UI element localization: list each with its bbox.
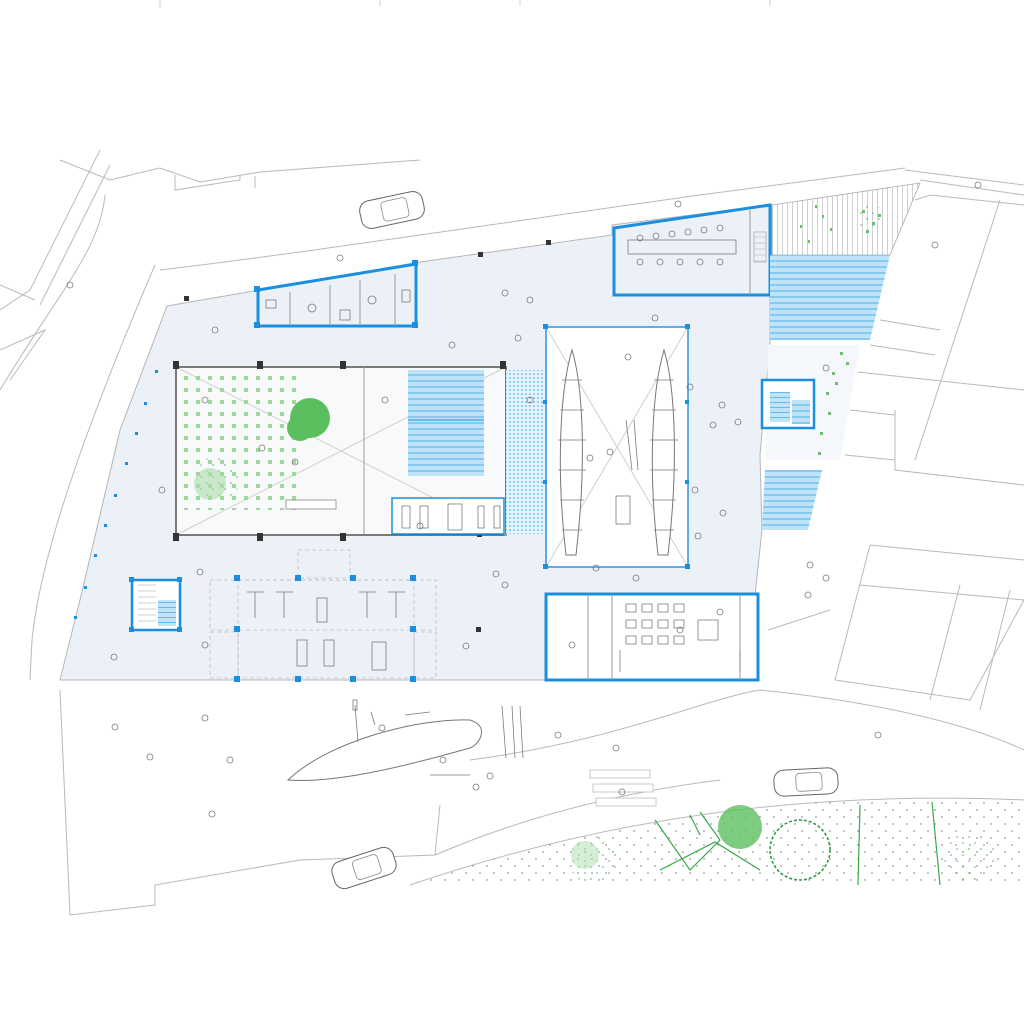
right-water-strips xyxy=(760,255,890,530)
car-icon xyxy=(773,767,839,797)
restroom-block xyxy=(254,260,418,328)
park-green-strip xyxy=(410,798,1024,886)
boat-icon xyxy=(559,348,583,556)
waterfront-display xyxy=(286,699,657,807)
boat-storage-hall xyxy=(543,324,690,569)
car-icon xyxy=(331,846,397,890)
left-stair xyxy=(129,577,182,632)
boat-icon xyxy=(651,348,675,556)
exercise-machine-icon xyxy=(247,591,405,671)
person-icon xyxy=(66,181,982,818)
context-linework xyxy=(0,149,1024,916)
outdoor-gym xyxy=(209,549,437,682)
classroom-block xyxy=(544,592,760,682)
tree-icon xyxy=(769,819,831,881)
courtyard-block xyxy=(173,361,548,541)
rooftop-terrace xyxy=(771,182,921,256)
crosswalk xyxy=(589,769,657,807)
north-edge-marks xyxy=(159,0,771,8)
oar-icon xyxy=(352,699,524,776)
car-icon xyxy=(359,191,425,229)
